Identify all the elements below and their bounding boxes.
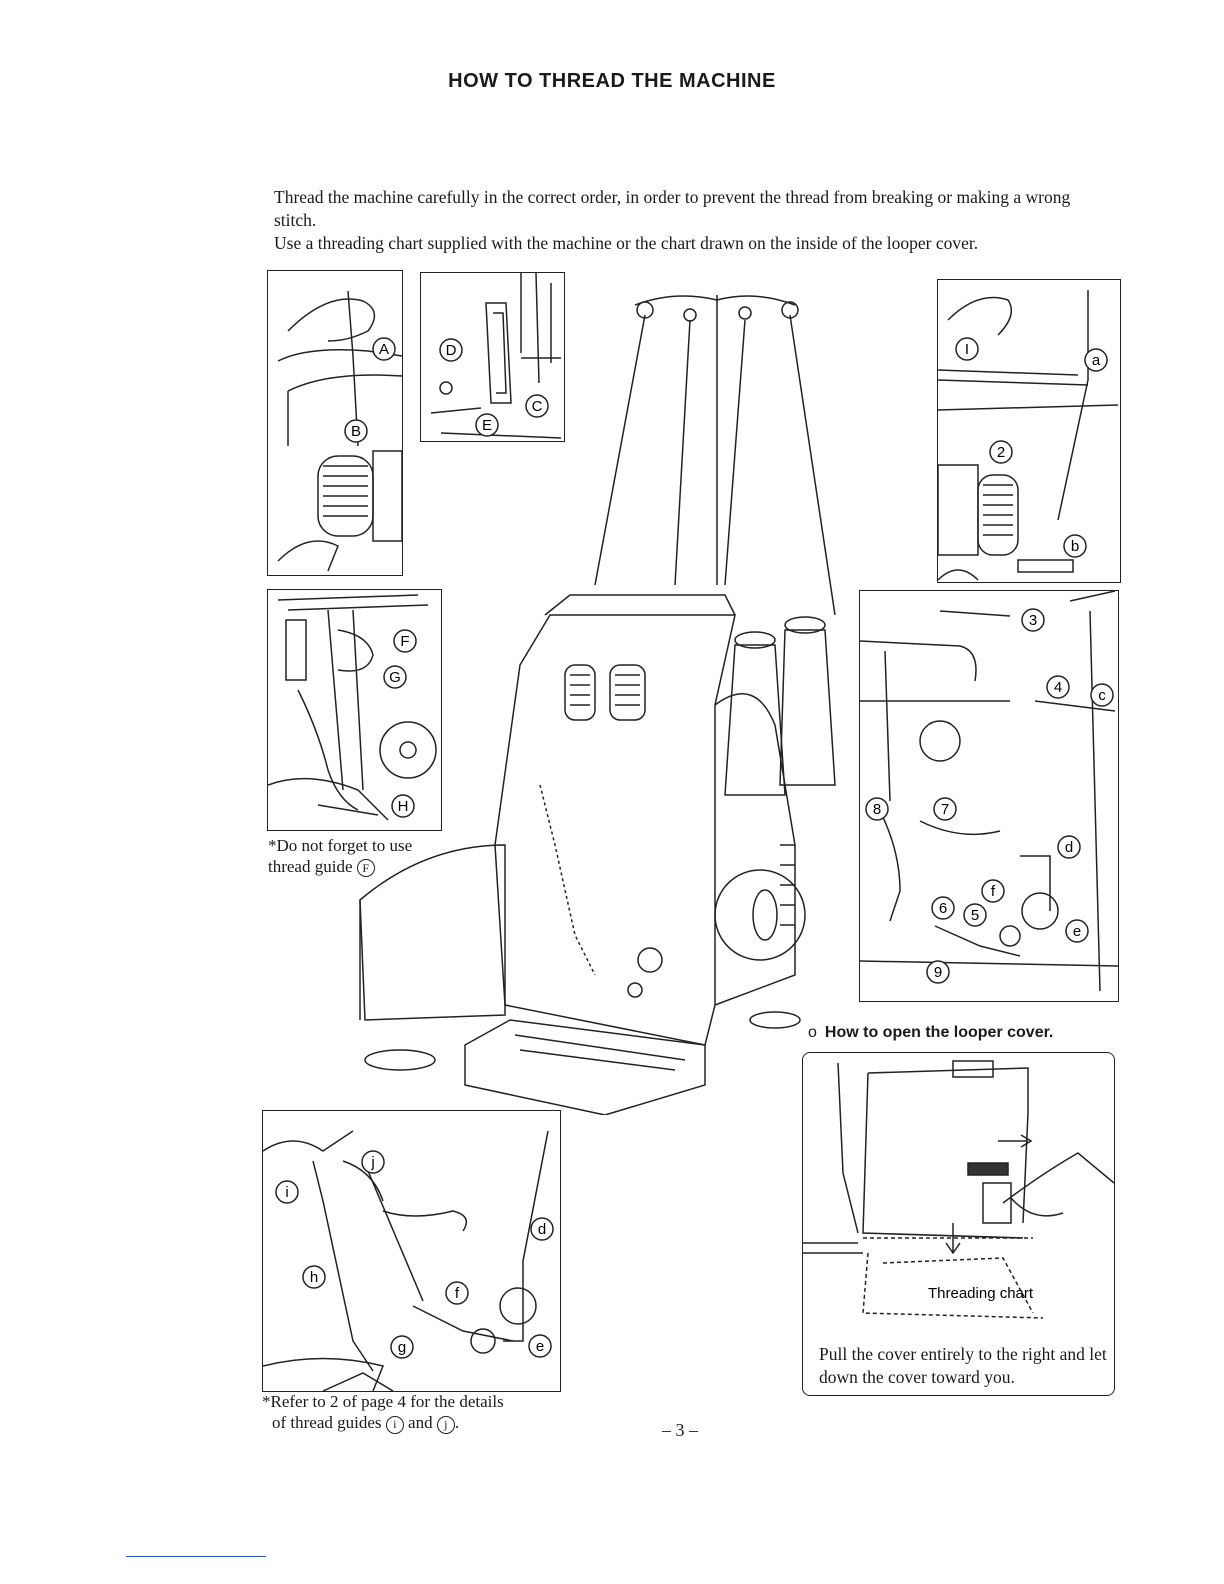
label-4: 4: [1054, 679, 1062, 696]
note-thread-guide-f: *Do not forget to use thread guide F: [268, 835, 458, 877]
label-e: e: [1073, 923, 1081, 940]
label-a: a: [1092, 352, 1101, 369]
label-D: D: [446, 342, 457, 359]
footer-rule: [126, 1556, 266, 1557]
label-C: C: [532, 398, 543, 415]
label-E: E: [482, 417, 492, 434]
label-3: 3: [1029, 612, 1037, 629]
looper-heading-text: How to open the looper cover.: [824, 1024, 1054, 1041]
intro-paragraph-1: Thread the machine carefully in the corr…: [274, 187, 1071, 230]
label-G: G: [389, 669, 401, 686]
label-j: j: [370, 1154, 374, 1171]
label-9: 9: [934, 964, 942, 981]
note-thread-guide-f-text: *Do not forget to use thread guide: [268, 836, 413, 876]
label-7: 7: [941, 801, 949, 818]
label-lower-e: e: [536, 1338, 544, 1355]
note-refer-suffix: .: [454, 1413, 460, 1432]
label-i: i: [285, 1184, 288, 1201]
note-refer-line-1: *Refer to 2 of page 4 for the details: [262, 1392, 504, 1411]
tension-ab-illustration: A B: [277, 290, 402, 572]
overlock-machine-illustration: [355, 285, 855, 1115]
label-c: c: [1098, 687, 1106, 704]
page-title: HOW TO THREAD THE MACHINE: [448, 70, 776, 92]
looper-threading-illustration: 3 4 c 8 7 d f 6 5 e 9: [860, 591, 1118, 992]
tension-small-illustration: I a 2 b: [938, 290, 1119, 581]
note-refer-and: and: [408, 1413, 433, 1432]
intro-text: Thread the machine carefully in the corr…: [274, 186, 1094, 255]
guides-cde-illustration: D C E: [430, 273, 562, 439]
note-refer-line-2: of thread guides i and j.: [262, 1412, 582, 1434]
machine-drawing: [359, 295, 836, 1115]
needle-fgh-illustration: F G H: [268, 594, 437, 821]
label-B: B: [351, 423, 361, 440]
label-b: b: [1071, 538, 1079, 555]
label-lower-d: d: [538, 1221, 546, 1238]
lower-looper-illustration: j i d h f g e: [263, 1130, 554, 1391]
label-d: d: [1065, 839, 1073, 856]
label-h: h: [310, 1269, 318, 1286]
label-6: 6: [939, 900, 947, 917]
label-lower-f: f: [455, 1285, 460, 1302]
looper-heading-bullet: o: [808, 1024, 817, 1041]
page-number: – 3 –: [662, 1420, 698, 1440]
label-F: F: [400, 633, 409, 650]
label-5: 5: [971, 907, 979, 924]
label-f: f: [991, 883, 996, 900]
label-A: A: [379, 341, 389, 358]
label-I: I: [965, 341, 969, 358]
looper-cover-box: Threading chart Pull the cover entirely …: [802, 1052, 1115, 1396]
looper-threading-chart-label: Threading chart: [928, 1285, 1034, 1302]
label-lower-g: g: [398, 1339, 406, 1356]
detail-panel-looper-threading: 3 4 c 8 7 d f 6 5 e 9: [859, 590, 1119, 1002]
detail-panel-needle-fgh: F G H: [267, 589, 442, 831]
detail-panel-lower-looper: j i d h f g e: [262, 1110, 561, 1392]
detail-panel-tension-ab: A B: [267, 270, 403, 576]
note-refer-page-4: *Refer to 2 of page 4 for the details of…: [262, 1391, 582, 1434]
label-2: 2: [997, 444, 1005, 461]
label-8: 8: [873, 801, 881, 818]
looper-cover-illustration: Threading chart: [803, 1053, 1114, 1333]
note-refer-letter-i: i: [385, 1416, 404, 1434]
looper-cover-caption: Pull the cover entirely to the right and…: [819, 1344, 1107, 1387]
note-refer-letter-j: j: [436, 1416, 455, 1434]
detail-panel-guides-cde: D C E: [420, 272, 565, 442]
detail-panel-tension-ab-small: I a 2 b: [937, 279, 1121, 583]
looper-cover-heading: o How to open the looper cover.: [808, 1024, 1053, 1042]
note-thread-guide-f-letter: F: [356, 859, 375, 877]
note-refer-prefix: of thread guides: [272, 1413, 382, 1432]
label-H: H: [398, 798, 409, 815]
intro-paragraph-2: Use a threading chart supplied with the …: [274, 233, 979, 253]
looper-cover-drawing: Threading chart: [803, 1060, 1114, 1319]
